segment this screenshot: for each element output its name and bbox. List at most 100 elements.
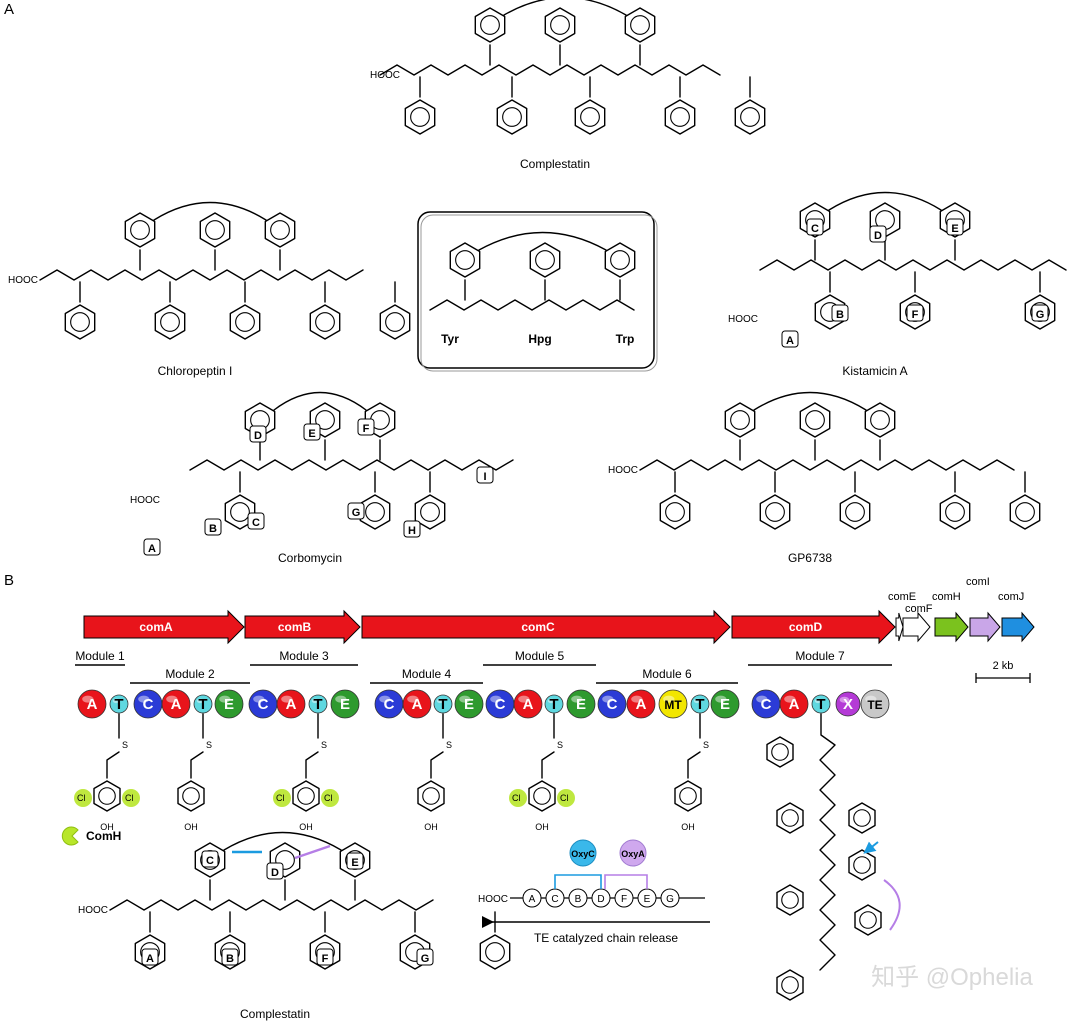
gp6738-ring-above-1 — [799, 402, 831, 438]
module-label-7: Module 7 — [795, 649, 845, 663]
schematic-residue-c: C — [545, 888, 565, 908]
chloropeptin-ring-below-3 — [309, 304, 341, 340]
module-4: Module 4 — [370, 667, 483, 684]
corbomycin-backbone — [189, 459, 514, 471]
gp6738-crosslink — [753, 391, 867, 411]
chain-ring-tyr-2 — [848, 802, 876, 834]
domain-t-17: T — [544, 694, 564, 714]
kistamicin-ring-d: D — [869, 225, 887, 243]
complestatin-bottom-ring-a: A — [141, 948, 159, 966]
module-7: Module 7 — [748, 649, 892, 666]
gp6738 — [639, 391, 1041, 530]
gp6738-ring-below-1 — [759, 494, 791, 530]
corbomycin-crosslink — [273, 391, 367, 411]
corbomycin-ring-h-text: H — [408, 525, 416, 537]
cl-left-5: Cl — [512, 793, 521, 803]
thioester-s-5: S — [557, 740, 563, 750]
scale-bar: 2 kb — [975, 660, 1031, 683]
complestatin-bottom-ring-g: G — [416, 948, 434, 966]
chain-backbone — [819, 713, 836, 971]
domain-e-6: E — [214, 689, 244, 719]
schematic-residue-e: E — [637, 888, 657, 908]
domain-label-27: X — [843, 696, 853, 713]
domain-mt-21: MT — [658, 689, 688, 719]
corbomycin-ring-below-1 — [359, 494, 391, 530]
gene-comH: comH — [932, 591, 969, 643]
core-residue-trp: Trp — [616, 332, 635, 346]
complestatin-bottom-de-link — [294, 844, 331, 860]
complestatin-bottom-ring-f-text: F — [322, 953, 329, 965]
domain-a-1: A — [77, 689, 107, 719]
complestatin-top-crosslink — [503, 0, 627, 16]
domain-label-9: T — [313, 696, 322, 713]
corbomycin-ring-c-text: C — [252, 517, 260, 529]
corbomycin-ring-b-text: B — [209, 523, 217, 535]
complestatin-bottom-ring-above-1 — [269, 842, 301, 878]
chloropeptin-hooc: HOOC — [8, 275, 38, 286]
complestatin-top-backbone — [379, 64, 721, 76]
module-3: Module 3 — [250, 649, 358, 666]
domain-t-26: T — [811, 694, 831, 714]
domain-label-18: E — [576, 696, 586, 713]
complestatin-top-ring-above-1 — [544, 7, 576, 43]
chloropeptin-ring-below-1 — [154, 304, 186, 340]
gene-label-comF: comF — [905, 603, 933, 615]
gp6738-hooc: HOOC — [608, 465, 638, 476]
gp6738-ring-above-0 — [724, 402, 756, 438]
cl-left-3: Cl — [276, 793, 285, 803]
tether-chain-5 — [541, 751, 555, 779]
gp6738-ring-above-2 — [864, 402, 896, 438]
kistamicin-ring-g-text: G — [1036, 309, 1045, 321]
thioester-s-2: S — [206, 740, 212, 750]
kistamicin-ring-c-text: C — [811, 223, 819, 235]
core-motif — [429, 231, 636, 311]
enzyme-oxya: OxyA — [619, 839, 647, 867]
chloropeptin-ring-above-1 — [199, 212, 231, 248]
chloropeptin-ring-above-0 — [124, 212, 156, 248]
domain-label-24: C — [761, 696, 772, 713]
domain-label-7: C — [258, 696, 269, 713]
complestatin-bottom-ring-c-text: C — [206, 855, 214, 867]
gene-label-comC: comC — [521, 620, 555, 634]
domain-c-3: C — [133, 689, 163, 719]
schematic-residue-label-6: E — [644, 894, 651, 905]
domain-e-14: E — [454, 689, 484, 719]
schematic-residue-label-7: G — [666, 894, 674, 905]
domain-label-1: A — [87, 696, 98, 713]
domain-c-24: C — [751, 689, 781, 719]
domain-t-2: T — [109, 694, 129, 714]
chloropeptin-ring-below-0 — [64, 304, 96, 340]
domain-t-5: T — [193, 694, 213, 714]
gene-comA: comA — [83, 609, 245, 645]
domain-label-10: E — [340, 696, 350, 713]
compound-label-complestatin-bottom: Complestatin — [240, 1007, 310, 1021]
domain-label-25: A — [789, 696, 800, 713]
domain-label-26: T — [816, 696, 825, 713]
corbomycin-hooc: HOOC — [130, 495, 160, 506]
legend-comh: ComH — [61, 826, 121, 846]
legend-comh-label: ComH — [86, 829, 121, 843]
tether-chain-3 — [305, 751, 319, 779]
domain-label-17: T — [549, 696, 558, 713]
comh-marker-left-5 — [509, 789, 527, 807]
domain-label-13: T — [438, 696, 447, 713]
domain-label-20: A — [636, 696, 647, 713]
schematic-residue-b: B — [568, 888, 588, 908]
gene-comI: comI — [966, 576, 1001, 643]
corbomycin-ring-e: E — [303, 423, 321, 441]
corbomycin-ring-f-text: F — [363, 423, 370, 435]
core-residue-tyr: Tyr — [441, 332, 459, 346]
kistamicin-ring-f-text: F — [912, 309, 919, 321]
cl-right-1: Cl — [125, 793, 134, 803]
kistamicin-ring-f: F — [906, 304, 924, 322]
schematic-residue-label-5: F — [621, 894, 627, 905]
gene-label-comA: comA — [139, 620, 173, 634]
module-label-6: Module 6 — [642, 667, 692, 681]
corbomycin-ring-d: D — [249, 425, 267, 443]
chloropeptin-ring-above-2 — [264, 212, 296, 248]
enzyme-oxyc: OxyC — [569, 839, 597, 867]
chloropeptin-crosslink — [153, 201, 267, 221]
core-residue-hpg: Hpg — [528, 332, 551, 346]
complestatin-top-hooc: HOOC — [370, 70, 400, 81]
